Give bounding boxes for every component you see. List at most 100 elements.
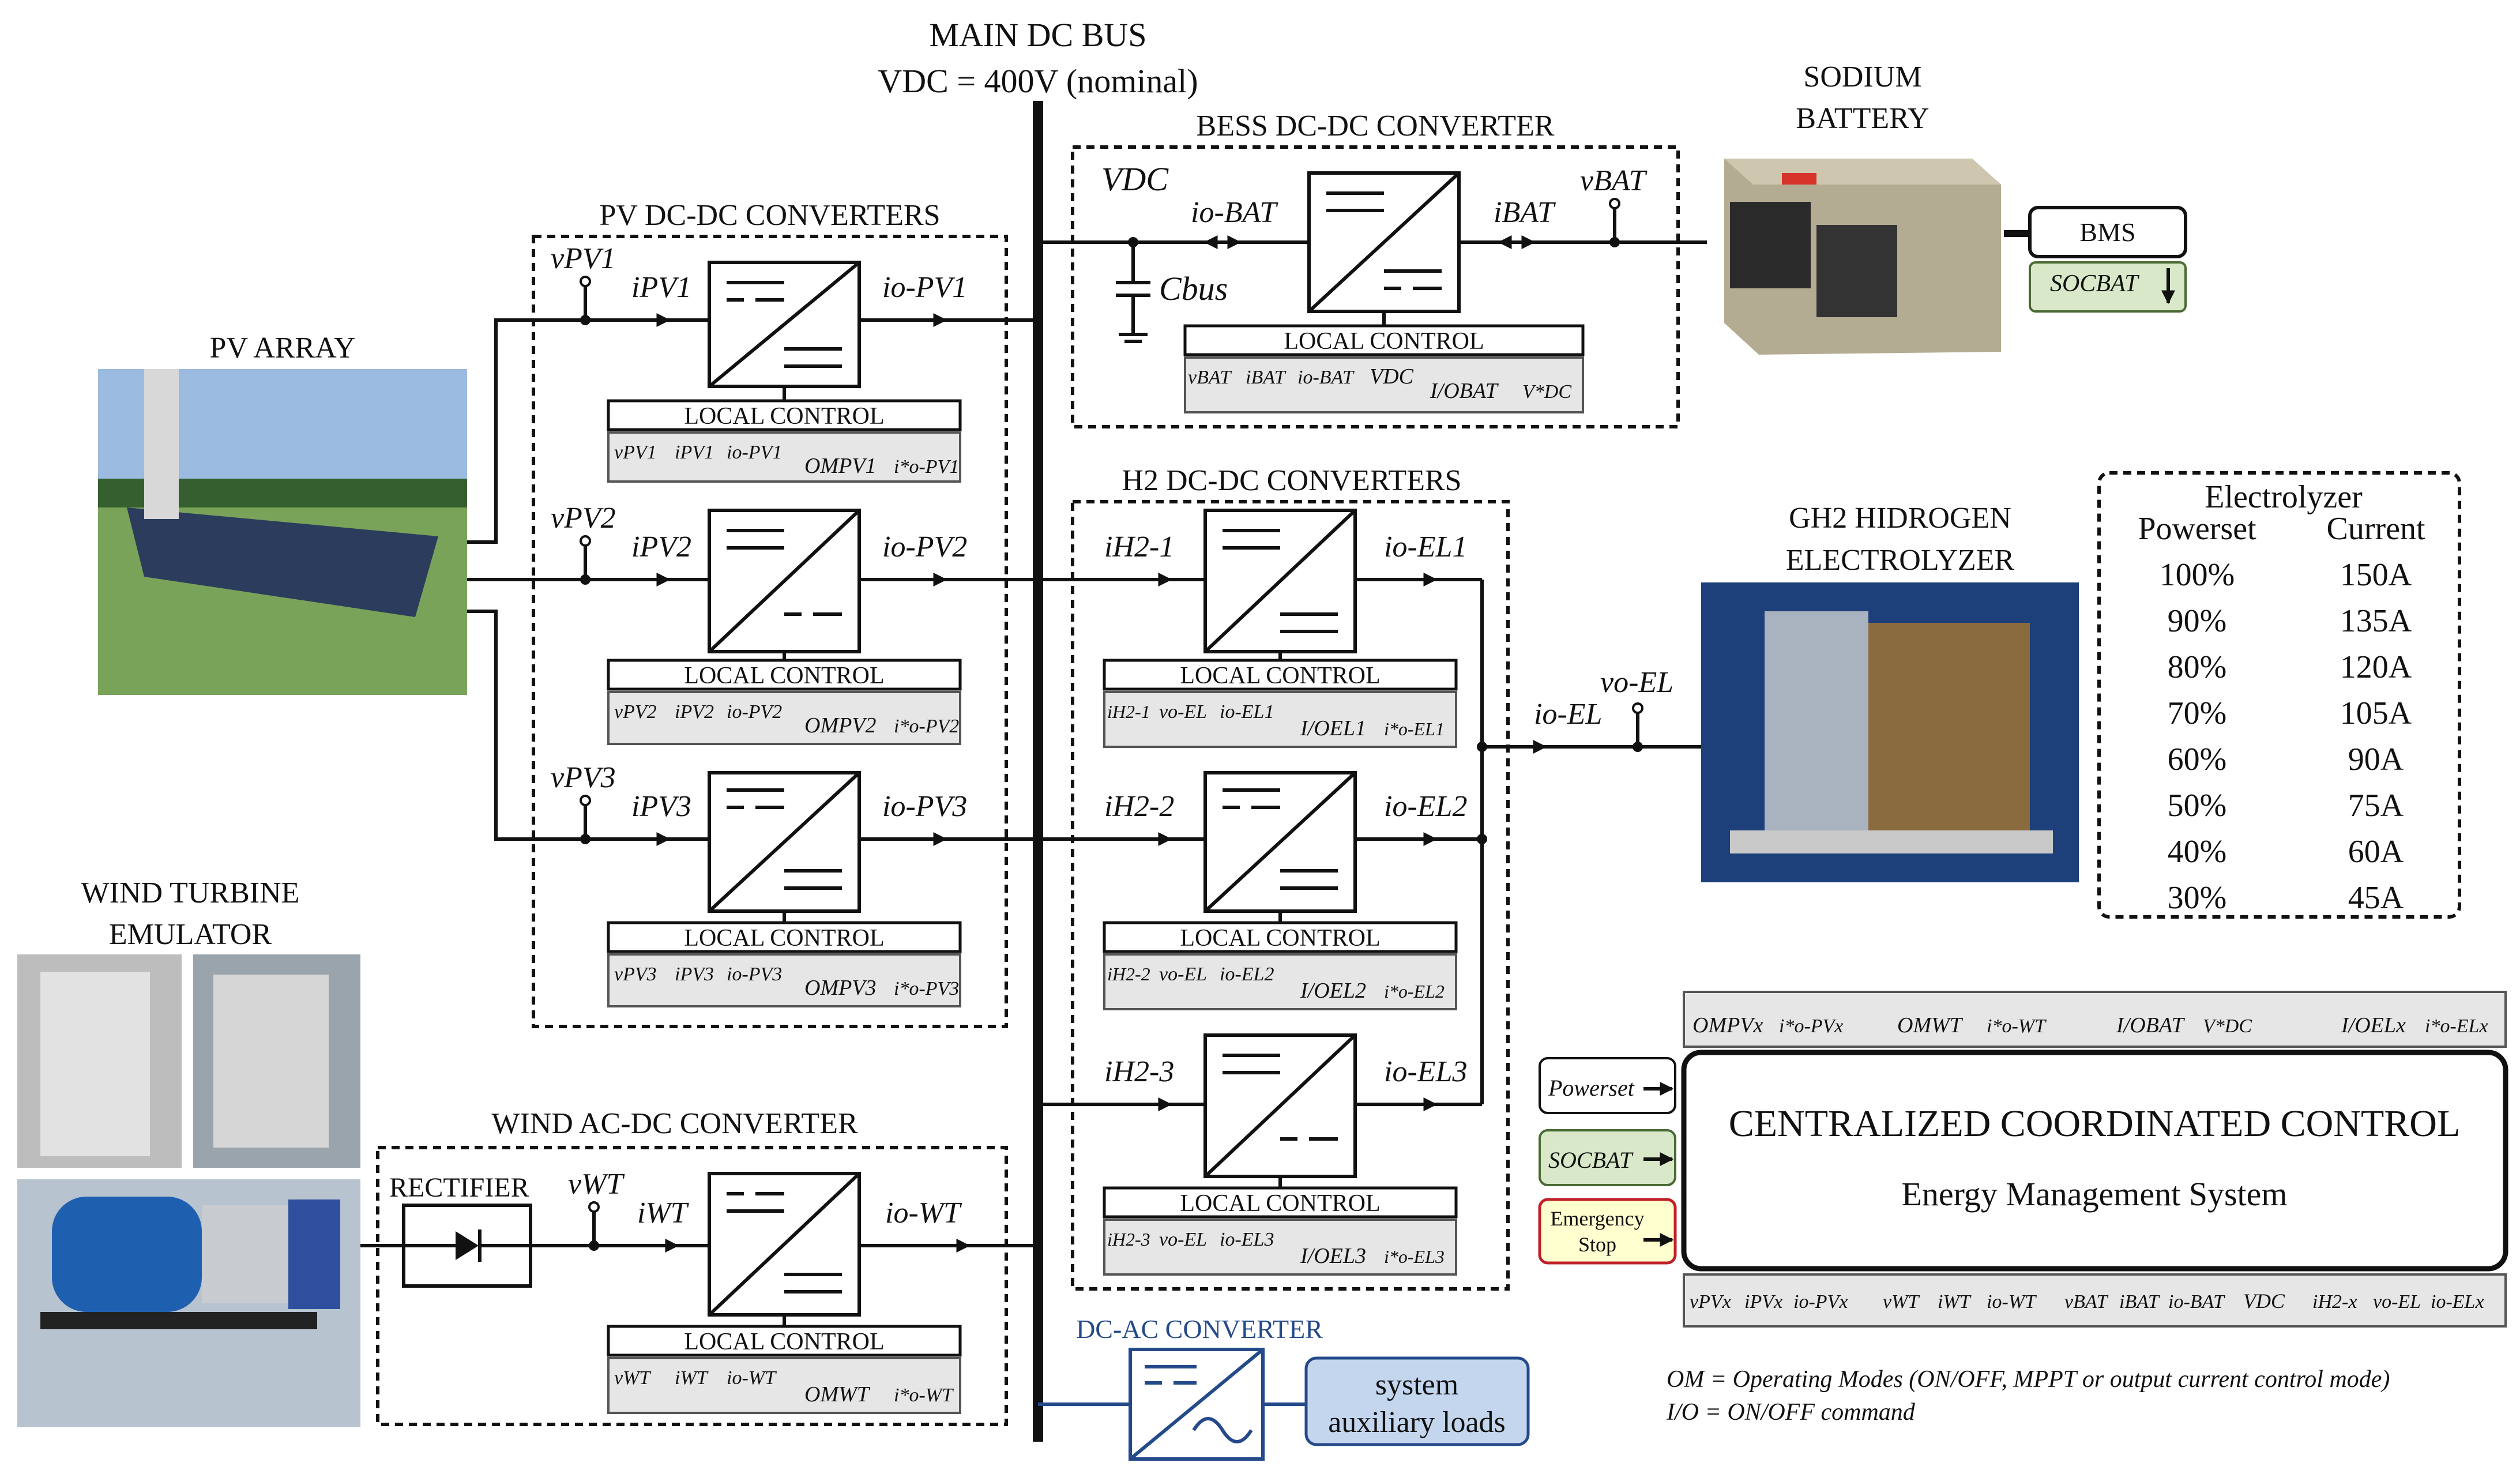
pv1-output-current-label: io-PV1 bbox=[882, 271, 967, 304]
table-cell: 80% bbox=[2168, 649, 2227, 685]
electrolyzer-table-rows: 100% 150A 90% 135A 80% 120A 70% 105A 60%… bbox=[2160, 557, 2412, 916]
h2-channel-3: iH2-3 io-EL3 LOCAL CONTROL iH2-3 vo-EL i… bbox=[1038, 1033, 1482, 1276]
meas-label: i*o-EL1 bbox=[1384, 719, 1445, 739]
pv-channel-1: vPV1 iPV1 io-PV1 LOCAL CONTROL vPV1 iPV1… bbox=[551, 242, 1038, 483]
ccc-bottom-label: io-PVx bbox=[1793, 1291, 1848, 1313]
meas-label: I/OEL1 bbox=[1300, 716, 1366, 740]
h2-channel-2: iH2-2 io-EL2 LOCAL CONTROL iH2-2 vo-EL i… bbox=[1103, 771, 1482, 1010]
emergency-label: Emergency bbox=[1550, 1207, 1644, 1230]
pv3-local-control bbox=[607, 921, 962, 953]
ccc-bottom-label: vo-EL bbox=[2373, 1291, 2421, 1313]
ccc-bottom-label: iPVx bbox=[1744, 1291, 1782, 1313]
wind-local-control-label: LOCAL CONTROL bbox=[684, 1329, 884, 1355]
pv1-local-control bbox=[607, 399, 962, 431]
electrolyzer-table-box bbox=[2097, 471, 2461, 919]
table-cell: 60A bbox=[2348, 834, 2404, 870]
table-cell: 60% bbox=[2168, 742, 2227, 777]
pv3-measurement-strip bbox=[607, 953, 961, 1007]
bess-local-control bbox=[1183, 324, 1585, 356]
pv2-current-label: iPV2 bbox=[631, 531, 691, 563]
h2-box-title: H2 DC-DC CONVERTERS bbox=[1122, 464, 1461, 497]
ccc-bottom-label: vBAT bbox=[2064, 1291, 2108, 1313]
pv3-output-current-label: io-PV3 bbox=[882, 790, 967, 823]
ccc-top-label: OMWT bbox=[1897, 1013, 1964, 1037]
pv-converters-box bbox=[532, 235, 1008, 1028]
meas-label: vPV2 bbox=[614, 701, 657, 723]
rectifier-label: RECTIFIER bbox=[389, 1172, 529, 1203]
bus-title: MAIN DC BUS bbox=[929, 16, 1146, 54]
meas-label: i*o-PV2 bbox=[894, 716, 959, 737]
electrolyzer-title-line1: GH2 HIDROGEN bbox=[1789, 502, 2011, 535]
meas-label: io-WT bbox=[727, 1367, 777, 1389]
bus-voltage: VDC = 400V (nominal) bbox=[878, 62, 1198, 100]
electrolyzer-title-line2: ELECTROLYZER bbox=[1786, 544, 2015, 577]
meas-label: OMWT bbox=[804, 1382, 871, 1407]
battery-title-line1: SODIUM bbox=[1803, 61, 1921, 93]
meas-label: iWT bbox=[675, 1367, 709, 1389]
wind-output-current-label: io-WT bbox=[885, 1197, 962, 1229]
centralized-control: OMPVx i*o-PVx OMWT i*o-WT I/OBAT V*DC I/… bbox=[1538, 991, 2508, 1328]
pv1-measurement-strip bbox=[607, 431, 961, 483]
table-header-current: Current bbox=[2326, 511, 2425, 547]
ccc-top-strip bbox=[1683, 991, 2507, 1048]
ccc-subtitle: Energy Management System bbox=[1901, 1175, 2287, 1213]
wind-converter-box bbox=[376, 1146, 1008, 1426]
bess-channel: VDC Cbus io-BAT iBAT vBAT LOCAL CONTROL … bbox=[1038, 160, 1707, 413]
meas-label: iBAT bbox=[1246, 367, 1287, 388]
meas-label: vBAT bbox=[1188, 367, 1232, 388]
meas-label: vo-EL bbox=[1159, 1229, 1207, 1250]
h2-3-local-control-label: LOCAL CONTROL bbox=[1180, 1190, 1380, 1217]
ccc-top-label: OMPVx bbox=[1692, 1013, 1763, 1037]
ccc-main-box bbox=[1681, 1050, 2508, 1272]
meas-label: vWT bbox=[614, 1367, 651, 1389]
bms-label: BMS bbox=[2079, 217, 2135, 247]
wind-current-label: iWT bbox=[637, 1197, 689, 1229]
note-om: OM = Operating Modes (ON/OFF, MPPT or ou… bbox=[1667, 1366, 2390, 1393]
stop-label: Stop bbox=[1578, 1233, 1616, 1256]
meas-label: vPV1 bbox=[614, 442, 657, 463]
ccc-bottom-label: vPVx bbox=[1690, 1291, 1731, 1313]
wind-measurement-strip bbox=[607, 1357, 961, 1414]
meas-label: vo-EL bbox=[1159, 701, 1207, 723]
table-header-powerset: Powerset bbox=[2138, 511, 2256, 547]
h2-1-output-current-label: io-EL1 bbox=[1384, 531, 1467, 563]
ccc-bottom-label: io-ELx bbox=[2431, 1291, 2484, 1313]
ccc-bottom-label: io-WT bbox=[1987, 1291, 2037, 1313]
bess-vdc-label: VDC bbox=[1101, 160, 1169, 198]
h2-2-local-control-label: LOCAL CONTROL bbox=[1180, 925, 1380, 952]
table-cell: 75A bbox=[2348, 788, 2404, 824]
h2-2-measurement-strip bbox=[1103, 953, 1457, 1010]
meas-label: V*DC bbox=[1522, 381, 1571, 403]
meas-label: vo-EL bbox=[1159, 964, 1207, 985]
table-cell: 150A bbox=[2340, 557, 2412, 593]
pv2-output-current-label: io-PV2 bbox=[882, 531, 967, 563]
table-title: Electrolyzer bbox=[2205, 479, 2363, 515]
pv2-local-control-label: LOCAL CONTROL bbox=[684, 663, 884, 689]
meas-label: i*o-EL3 bbox=[1384, 1246, 1445, 1267]
bess-cap-label: Cbus bbox=[1159, 270, 1228, 307]
h2-1-local-control bbox=[1103, 659, 1458, 691]
wind-title-line1: WIND TURBINE bbox=[81, 877, 300, 909]
meas-label: OMPV2 bbox=[804, 713, 877, 738]
wind-channel: RECTIFIER vWT iWT io-WT LOCAL CONTROL vW… bbox=[360, 1168, 1038, 1414]
h2-3-local-control bbox=[1103, 1186, 1458, 1219]
h2-3-input-current-label: iH2-3 bbox=[1104, 1055, 1174, 1088]
meas-label: iPV2 bbox=[675, 701, 714, 723]
electrolyzer-voltage-label: vo-EL bbox=[1600, 666, 1673, 699]
dcac-title: DC-AC CONVERTER bbox=[1076, 1314, 1323, 1344]
meas-label: I/OEL3 bbox=[1300, 1244, 1366, 1268]
powerset-input-box bbox=[1539, 1057, 1676, 1114]
auxiliary-loads-box bbox=[1304, 1356, 1530, 1446]
meas-label: OMPV3 bbox=[804, 976, 877, 1000]
h2-2-input-current-label: iH2-2 bbox=[1104, 790, 1174, 823]
emergency-stop-box bbox=[1538, 1198, 1677, 1265]
table-cell: 50% bbox=[2168, 788, 2227, 824]
table-cell: 45A bbox=[2348, 880, 2404, 916]
meas-label: VDC bbox=[1370, 364, 1414, 389]
wind-title-line2: EMULATOR bbox=[109, 918, 272, 951]
wind-local-control bbox=[607, 1325, 962, 1357]
battery-soc-box bbox=[2029, 261, 2187, 313]
h2-3-output-current-label: io-EL3 bbox=[1384, 1055, 1467, 1088]
meas-label: vPV3 bbox=[614, 964, 657, 985]
table-cell: 100% bbox=[2160, 557, 2235, 593]
